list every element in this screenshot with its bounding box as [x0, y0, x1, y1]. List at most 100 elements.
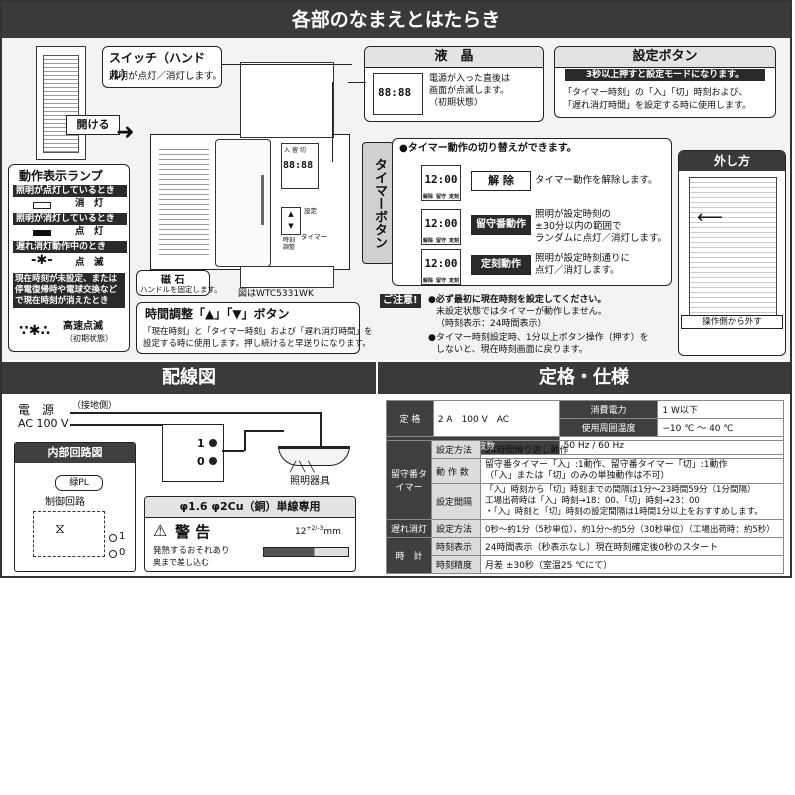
- magnet-title: 磁 石: [161, 275, 185, 286]
- lcd-icon: 88:88: [373, 73, 423, 115]
- strip-unit: mm: [323, 527, 341, 537]
- device-lcd-indicators: 入 留 切: [284, 147, 306, 154]
- spec-interval-value3: ・「入」時刻と「切」時刻の設定間隔は1時間1分以上をおすすめします。: [485, 507, 763, 517]
- time-adjust-desc1: 「現在時刻」と「タイマー時刻」および「遅れ消灯時間」を: [143, 327, 373, 337]
- spec-power-cons-value: 1 W以下: [657, 400, 784, 419]
- device-adjust-buttons: ▲▼: [281, 207, 301, 235]
- manual-sheet: 各部のなまえとはたらき スイッチ（ハンドル） 照明が点灯／消灯します。 開ける …: [0, 0, 792, 578]
- timer-lcd-3: 12:00 解除 留守 定刻: [421, 249, 461, 285]
- lamp-row4-state: 高速点滅: [63, 321, 103, 332]
- setting-title: 設定ボタン: [555, 47, 775, 68]
- spec-interval-value2: 工場出荷時は「入」時刻→18：00、「切」時刻→23：00: [485, 496, 700, 506]
- spec-title: 定格・仕様: [539, 367, 629, 388]
- timer-mode1: 解 除: [471, 171, 531, 191]
- lamp-fast-blink-icon: ∵✱∴: [19, 323, 51, 339]
- timer-lcd-2-time: 12:00: [424, 217, 458, 230]
- lcd-icon-digits: 88:88: [378, 86, 412, 99]
- device-illustration: 入 留 切 88:88 ▲▼ 設定 タイマー 時刻調整: [150, 134, 350, 270]
- pl-label: 緑PL: [55, 475, 103, 491]
- caution-badge: ご注意!: [380, 294, 421, 308]
- leader-line: [348, 82, 366, 83]
- spec-delay-value: 0秒～約1分（5秒単位）、約1分～約5分（30秒単位）（工場出荷時：約5秒）: [480, 519, 784, 538]
- power-label: 電 源: [18, 403, 55, 417]
- caution-line1: ●必ず最初に現在時刻を設定してください。: [428, 295, 607, 305]
- spec-count: 動 作 数: [431, 458, 482, 484]
- wire-right-down: [320, 412, 322, 450]
- device-lcd-digits: 88:88: [283, 160, 314, 171]
- wiring-title: 配線図: [162, 367, 216, 388]
- control-label: 制御回路: [45, 497, 85, 508]
- device-top-plate: [240, 62, 334, 138]
- device-led: [261, 175, 264, 225]
- warning-text1: 発熱するおそれあり: [153, 546, 230, 556]
- open-arrow-icon: ➜: [116, 120, 135, 145]
- main-title-bar: 各部のなまえとはたらき: [2, 2, 790, 38]
- lamp-row3: 遅れ消灯動作中のとき: [13, 241, 127, 253]
- internal-circuit: 内部回路図 緑PL 制御回路 ⧖ 1 0: [14, 442, 136, 572]
- removal-illustration: [689, 177, 777, 329]
- leader-line: [222, 64, 352, 65]
- spec-temp: 使用周囲温度: [558, 418, 659, 437]
- spec-table-detail: 留守番タイマー 設定方法 24時間繰り返し動作 動 作 数 留守番タイマー「入」…: [385, 440, 784, 574]
- spec-method-value: 24時間繰り返し動作: [480, 440, 784, 459]
- spec-clock-disp-value: 24時間表示（秒表示なし）現在時刻確定後0秒のスタート: [480, 537, 784, 556]
- spec-power-cons: 消費電力: [558, 400, 659, 419]
- wiring-title-bar: 配線図: [2, 362, 376, 394]
- lamp-on-icon: [33, 230, 51, 236]
- internal-title: 内部回路図: [47, 446, 103, 459]
- timer-intro: ●タイマー動作の切り替えができます。: [399, 143, 577, 154]
- time-adjust-desc2: 設定する時に使用します。押し続けると早送りになります。: [143, 339, 371, 349]
- lcd-title: 液 晶: [365, 47, 543, 68]
- removal-title: 外し方: [713, 154, 750, 168]
- lamp-off-icon: [33, 202, 51, 209]
- warning-icon: ⚠: [153, 521, 168, 540]
- lamp-row3-state: 点 滅: [75, 257, 104, 268]
- lamp-title: 動作表示ランプ: [19, 169, 103, 183]
- spec-rated: 定 格: [386, 400, 434, 437]
- setting-banner: 3秒以上押すと設定モードになります。: [565, 69, 765, 81]
- device-lcd: 入 留 切 88:88: [281, 143, 319, 189]
- indicator-lamp-callout: 動作表示ランプ 照明が点灯しているとき 消 灯 照明が消灯しているとき 点 灯 …: [8, 164, 130, 352]
- ground-label: （接地側）: [72, 401, 118, 411]
- spec-title-bar: 定格・仕様: [378, 362, 790, 394]
- main-title: 各部のなまえとはたらき: [291, 9, 501, 31]
- pin-0: 0: [119, 547, 126, 558]
- wire-spec-title: φ1.6 φ2Cu（銅）単線専用: [145, 497, 355, 518]
- strip-tolerance: +2/-3: [306, 525, 324, 532]
- lamp-blink-icon: -✱-: [31, 253, 53, 268]
- timer-mode2-desc3: ランダムに点灯／消灯します。: [535, 233, 668, 244]
- spec-interval-value1: 「入」時刻から「切」時刻までの間隔は1分～23時間59分（1分間隔）: [485, 485, 756, 495]
- fixture-label: 照明器具: [290, 476, 330, 487]
- removal-title-bar: 外し方: [679, 151, 785, 171]
- device-vent-left: [159, 145, 209, 257]
- spec-interval: 設定間隔: [431, 483, 482, 520]
- pin-1: 1: [119, 531, 126, 542]
- lamp-row1: 照明が点灯しているとき: [13, 185, 127, 197]
- circuit-frame: [33, 511, 105, 557]
- strip-length: 12: [295, 527, 307, 537]
- warning-text2: 奥まで差し込む: [153, 558, 209, 567]
- timer-lcd-3-labels: 解除 留守 定刻: [422, 278, 460, 284]
- device-timer-label: タイマー: [301, 233, 327, 241]
- terminal-0: 0: [197, 455, 205, 468]
- caution-line4: ●タイマー時刻設定時、1分以上ボタン操作（押す）を: [428, 333, 649, 343]
- spec-delay: 遅れ消灯: [385, 519, 433, 538]
- timer-lcd-3-time: 12:00: [424, 257, 458, 270]
- warning-title: 警 告: [175, 523, 211, 541]
- switch-desc: 照明が点灯／消灯します。: [109, 71, 223, 82]
- wire-to-fixture: [222, 450, 244, 452]
- internal-title-bar: 内部回路図: [15, 443, 135, 463]
- spec-away-timer: 留守番タイマー: [385, 440, 433, 520]
- timer-lcd-1-time: 12:00: [424, 173, 458, 186]
- lamp-row1-state: 消 灯: [75, 198, 104, 209]
- timer-mode3-desc2: 点灯／消灯します。: [535, 265, 620, 276]
- power-voltage: AC 100 V: [18, 417, 69, 430]
- small-switch-illustration: [36, 46, 86, 160]
- pin-circle: [109, 550, 117, 558]
- spec-delay-method: 設定方法: [431, 519, 482, 538]
- spec-count-value1: 留守番タイマー「入」:1動作、留守番タイマー「切」:1動作: [485, 460, 728, 470]
- caution-line5: しないと、現在時刻画面に戻ります。: [436, 345, 588, 355]
- open-label-text: 開ける: [76, 118, 110, 131]
